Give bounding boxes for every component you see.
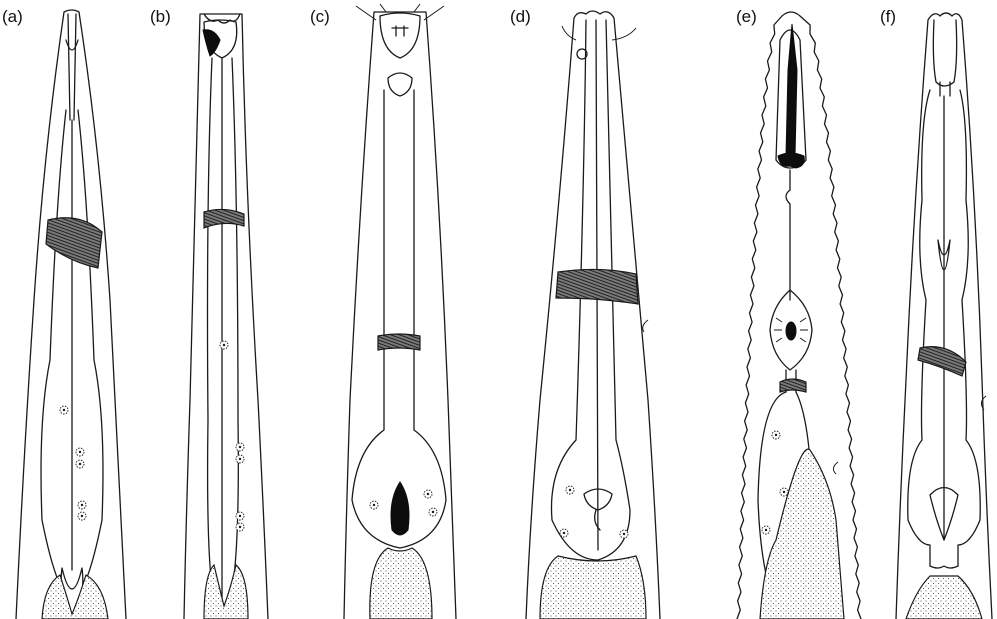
panel-a-label: (a) [2,7,23,26]
median-bulb-valve [786,322,796,340]
stoma [933,20,956,96]
intestine [540,556,646,619]
oesophagus-lumen [938,96,950,540]
panel-d-label: (d) [510,7,531,26]
onchium-tooth [203,30,220,56]
dorsal-gland-duct [786,170,790,300]
panel-e: (e) [736,7,861,619]
body-outline [16,10,126,619]
stylet [66,14,78,120]
body-outline [184,14,268,619]
panel-b-label: (b) [150,7,171,26]
stoma [380,13,420,58]
nerve-ring [378,334,420,350]
nerve-ring [918,347,966,376]
nerve-ring [780,379,806,392]
gland-nuclei [220,341,244,531]
panel-c-label: (c) [310,7,330,26]
intestine [42,575,108,619]
panel-d: (d) [510,7,660,619]
panel-e-label: (e) [736,7,757,26]
pharynx-corpus [388,73,412,96]
nerve-ring [556,269,638,304]
body-outline [526,11,660,619]
panel-b: (b) [150,7,268,619]
gland-nuclei [560,486,628,538]
panel-f-label: (f) [880,7,896,26]
intestine [370,548,432,619]
excretory-pore [643,320,648,332]
panel-c: (c) [310,4,456,619]
oesophagus [208,58,239,600]
gland-nuclei [60,406,86,520]
oesophagus [41,110,103,580]
excretory-pore [833,462,838,474]
oesophagus [352,90,446,548]
stylet [786,24,797,156]
intestine [204,565,248,619]
panel-f: (f) [880,7,992,619]
panel-a: (a) [2,7,126,619]
intestine [760,449,844,619]
basal-bulb-valve [391,482,409,535]
intestine [906,576,982,619]
nerve-ring [204,209,244,228]
